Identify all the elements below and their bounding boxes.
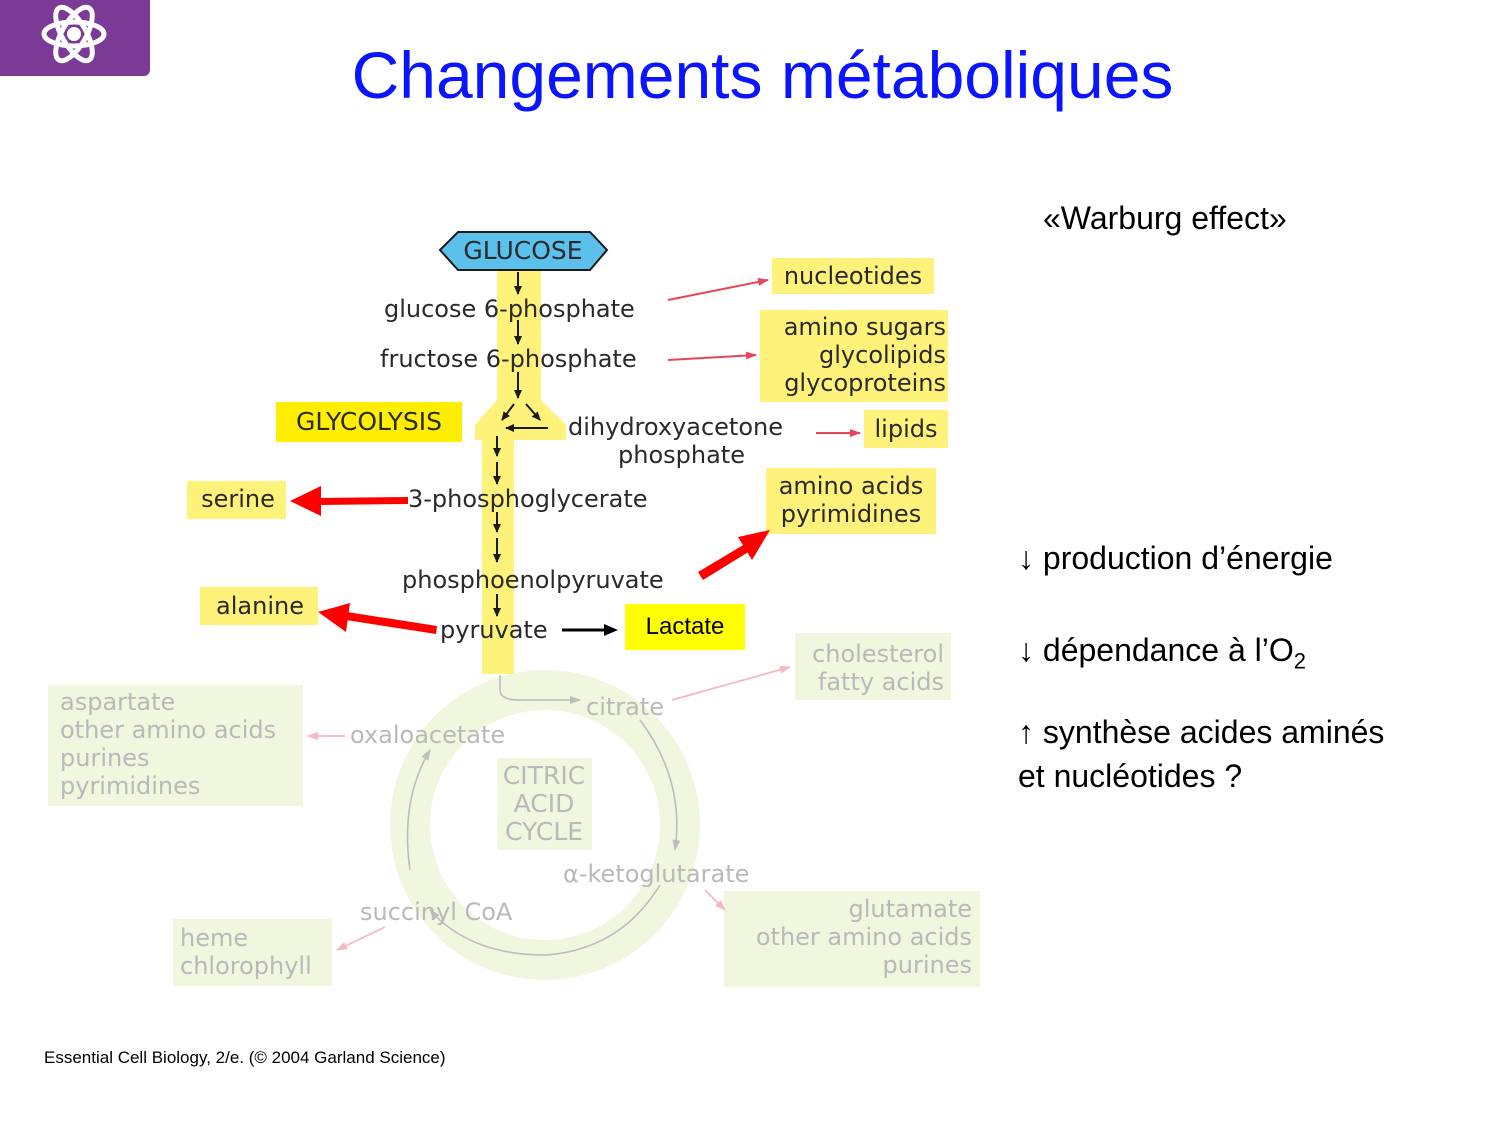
glutamate-purines-label: purines [883,951,972,979]
red-arrow-serine [290,486,408,516]
citrate-label: citrate [586,693,664,721]
succinyl-coa-label: succinyl CoA [360,898,513,926]
bullet-oxygen-subscript: 2 [1293,648,1306,674]
lipids-box: lipids [864,410,948,448]
citric-label: CITRIC [503,761,585,790]
glucose-6-phosphate-label: glucose 6-phosphate [384,295,635,323]
glucose-node: GLUCOSE [438,231,609,271]
faint-arrows [307,665,791,951]
glycolipids-label: glycolipids [819,341,946,369]
glycoproteins-label: glycoproteins [784,369,946,397]
bullet-energy: ↓ production d’énergie [1018,540,1333,576]
cycle-label: CYCLE [505,817,583,846]
bullet-synthesis: ↑ synthèse acides aminés et nucléotides … [1018,710,1384,798]
ketoglutarate-label: α-ketoglutarate [563,860,749,888]
glycolysis-label: GLYCOLYSIS [296,407,442,436]
oxaloacetate-label: oxaloacetate [350,721,505,749]
purines-label: purines [60,744,149,772]
glutamate-label: glutamate [849,895,973,923]
glycolysis-column [475,268,566,674]
aspartate-label: aspartate [60,688,175,716]
atom-icon [41,4,107,64]
bullet-synthesis-line2: et nucléotides ? [1018,758,1243,794]
red-arrow-amino-acids [698,530,770,580]
glucose-label: GLUCOSE [463,236,582,265]
alanine-label: alanine [216,592,304,620]
dihydroxyacetone-label: dihydroxyacetone [568,413,783,441]
cholesterol-box: cholesterol fatty acids [795,633,951,700]
bullet-oxygen-text: ↓ dépendance à l’O [1018,632,1294,668]
alanine-box: alanine [200,587,318,625]
pyruvate-label: pyruvate [440,616,548,644]
serine-box: serine [187,481,286,519]
red-arrow-alanine [318,603,437,634]
dihydroxyacetone-phosphate-label: phosphate [618,441,745,469]
bullet-synthesis-line1: ↑ synthèse acides aminés [1018,714,1385,750]
amino-sugars-label: amino sugars [784,313,946,341]
fructose-6-phosphate-label: fructose 6-phosphate [380,345,637,373]
pyrimidines-faded-label: pyrimidines [60,772,200,800]
glutamate-other-amino-acids-label: other amino acids [756,923,972,951]
pyrimidines-label: pyrimidines [781,500,921,528]
red-arrows [290,486,770,634]
bullet-oxygen: ↓ dépendance à l’O2 [1018,628,1306,683]
acid-label: ACID [514,789,575,818]
warburg-label: «Warburg effect» [1043,200,1287,236]
heme-box: heme chlorophyll [173,919,332,986]
amino-sugars-box: amino sugars glycolipids glycoproteins [760,310,948,402]
page-title: Changements métaboliques [351,38,1174,112]
cholesterol-label: cholesterol [812,640,944,668]
lactate-arrow [562,624,618,636]
citric-acid-cycle-ring [390,670,700,980]
amino-acids-label: amino acids [779,472,924,500]
chlorophyll-label: chlorophyll [180,952,312,980]
glycolysis-box: GLYCOLYSIS [276,402,462,442]
amino-acids-pyrimidines-box: amino acids pyrimidines [766,468,936,534]
source-credit: Essential Cell Biology, 2/e. (© 2004 Gar… [44,1048,446,1067]
citric-acid-cycle-box: CITRIC ACID CYCLE [497,758,592,850]
nucleotides-box: nucleotides [772,258,934,294]
phosphoglycerate-label: 3-phosphoglycerate [408,485,648,513]
lipids-label: lipids [875,415,938,443]
logo [0,0,150,76]
nucleotides-label: nucleotides [784,262,922,290]
serine-label: serine [201,485,275,513]
phosphoenolpyruvate-label: phosphoenolpyruvate [402,566,664,594]
aspartate-box: aspartate other amino acids purines pyri… [48,685,303,806]
heme-label: heme [180,924,248,952]
glycolysis-arrows [493,272,548,617]
fatty-acids-label: fatty acids [818,668,944,696]
glutamate-box: glutamate other amino acids purines [724,891,980,987]
pink-arrows [667,278,861,437]
other-amino-acids-label: other amino acids [60,716,276,744]
lactate-box: Lactate [625,604,745,650]
